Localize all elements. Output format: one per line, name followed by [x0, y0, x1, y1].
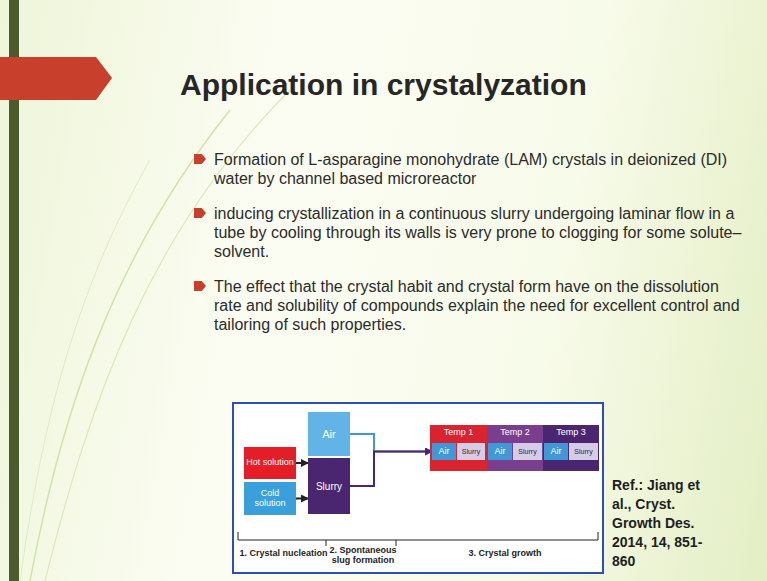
- title-arrow: [0, 57, 112, 100]
- bullet-text: The effect that the crystal habit and cr…: [194, 277, 750, 334]
- temp-band: Temp 2 Air Slurry: [487, 425, 543, 471]
- box-label: Air: [495, 447, 506, 457]
- text-stack: Slurry: [518, 448, 536, 456]
- box-label: Slurry: [462, 448, 480, 456]
- bullet-list: Formation of L-asparagine monohydrate (L…: [194, 150, 750, 350]
- box-label: Slurry: [316, 481, 342, 492]
- air-slug: Air: [488, 443, 512, 460]
- cold-solution-box: Cold solution: [244, 482, 296, 515]
- text-stack: Temp 3: [556, 428, 586, 438]
- decor-curve: [20, 160, 150, 581]
- flow-arrow: [350, 434, 432, 452]
- slide-title: Application in crystalyzation: [180, 68, 767, 102]
- box-label: Air: [322, 428, 335, 440]
- text-stack: Temp 2: [500, 428, 530, 438]
- box-label: Slurry: [518, 448, 536, 456]
- flow-arrow: [296, 462, 308, 464]
- air-box: Air: [308, 412, 350, 456]
- text-stack: Air: [551, 447, 562, 457]
- text-stack: Air: [322, 428, 335, 440]
- reference-text: Ref.: Jiang et al., Cryst. Growth Des. 2…: [612, 476, 716, 571]
- slurry-box: Slurry: [308, 458, 350, 514]
- box-label: Slurry: [574, 448, 592, 456]
- box-label: Air: [551, 447, 562, 457]
- box-label: Cold solution: [246, 489, 294, 509]
- bullet-text: Formation of L-asparagine monohydrate (L…: [194, 150, 750, 188]
- text-stack: Cold solution: [246, 489, 294, 509]
- text-stack: Temp 1: [444, 428, 474, 438]
- text-stack: Air: [495, 447, 506, 457]
- text-stack: Hot solution: [246, 458, 294, 468]
- stage-label: 2. Spontaneous slug formation: [328, 546, 398, 566]
- slurry-slug: Slurry: [513, 443, 542, 460]
- text-stack: Slurry: [574, 448, 592, 456]
- text-stack: Slurry: [462, 448, 480, 456]
- flow-arrow: [350, 452, 432, 487]
- stage-label: 1. Crystal nucleation: [236, 548, 331, 558]
- slurry-slug: Slurry: [569, 443, 598, 460]
- box-label: Air: [439, 447, 450, 457]
- decor-curve: [30, 110, 230, 581]
- bullet-text: inducing crystallization in a continuous…: [194, 204, 750, 261]
- box-label: Hot solution: [246, 458, 294, 468]
- text-stack: Slurry: [316, 481, 342, 492]
- box-label: Temp 3: [556, 428, 586, 438]
- temp-band: Temp 1 Air Slurry: [430, 425, 487, 471]
- air-slug: Air: [544, 443, 568, 460]
- air-slug: Air: [432, 443, 456, 460]
- box-label: Temp 2: [500, 428, 530, 438]
- stage-label: 3. Crystal growth: [450, 548, 560, 558]
- temp-band: Temp 3 Air Slurry: [543, 425, 599, 471]
- box-label: Temp 1: [444, 428, 474, 438]
- text-stack: Air: [439, 447, 450, 457]
- bracket-line: [238, 532, 598, 546]
- hot-solution-box: Hot solution: [244, 447, 296, 479]
- flow-arrow: [296, 498, 308, 500]
- slurry-slug: Slurry: [457, 443, 485, 460]
